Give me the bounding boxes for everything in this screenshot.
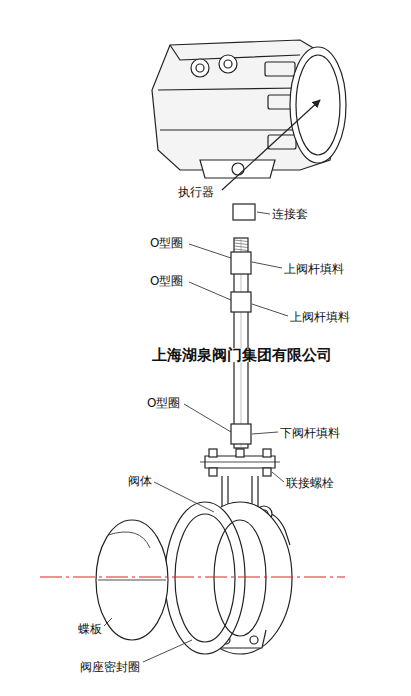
part-label: 阀座密封圈	[80, 660, 140, 674]
valve-stem	[231, 238, 251, 448]
part-label: 阀体	[128, 474, 152, 488]
part-label: 联接螺栓	[286, 476, 334, 490]
part-label: O型圈	[150, 274, 183, 288]
part-label: 上阀杆填料	[284, 262, 344, 276]
flange	[200, 449, 280, 476]
part-label: 下阀杆填料	[280, 426, 340, 440]
leader-lines	[104, 212, 288, 662]
coupling-sleeve	[233, 204, 255, 220]
valve-body	[165, 476, 292, 654]
watermark: 上海湖泉阀门集团有限公司	[150, 348, 334, 362]
actuator	[152, 40, 346, 190]
thread-stroke	[234, 249, 248, 251]
thread-stroke	[234, 246, 248, 248]
part-label: O型圈	[147, 396, 180, 410]
butterfly-disc	[96, 520, 168, 640]
part-label: 上阀杆填料	[290, 310, 350, 324]
thread-stroke	[234, 243, 248, 245]
part-label: 执行器	[178, 185, 214, 199]
part-label: 连接套	[272, 207, 308, 221]
part-label: 蝶板	[78, 622, 102, 636]
center-line	[40, 577, 345, 578]
thread-stroke	[234, 240, 248, 242]
part-label: O型圈	[150, 236, 183, 250]
